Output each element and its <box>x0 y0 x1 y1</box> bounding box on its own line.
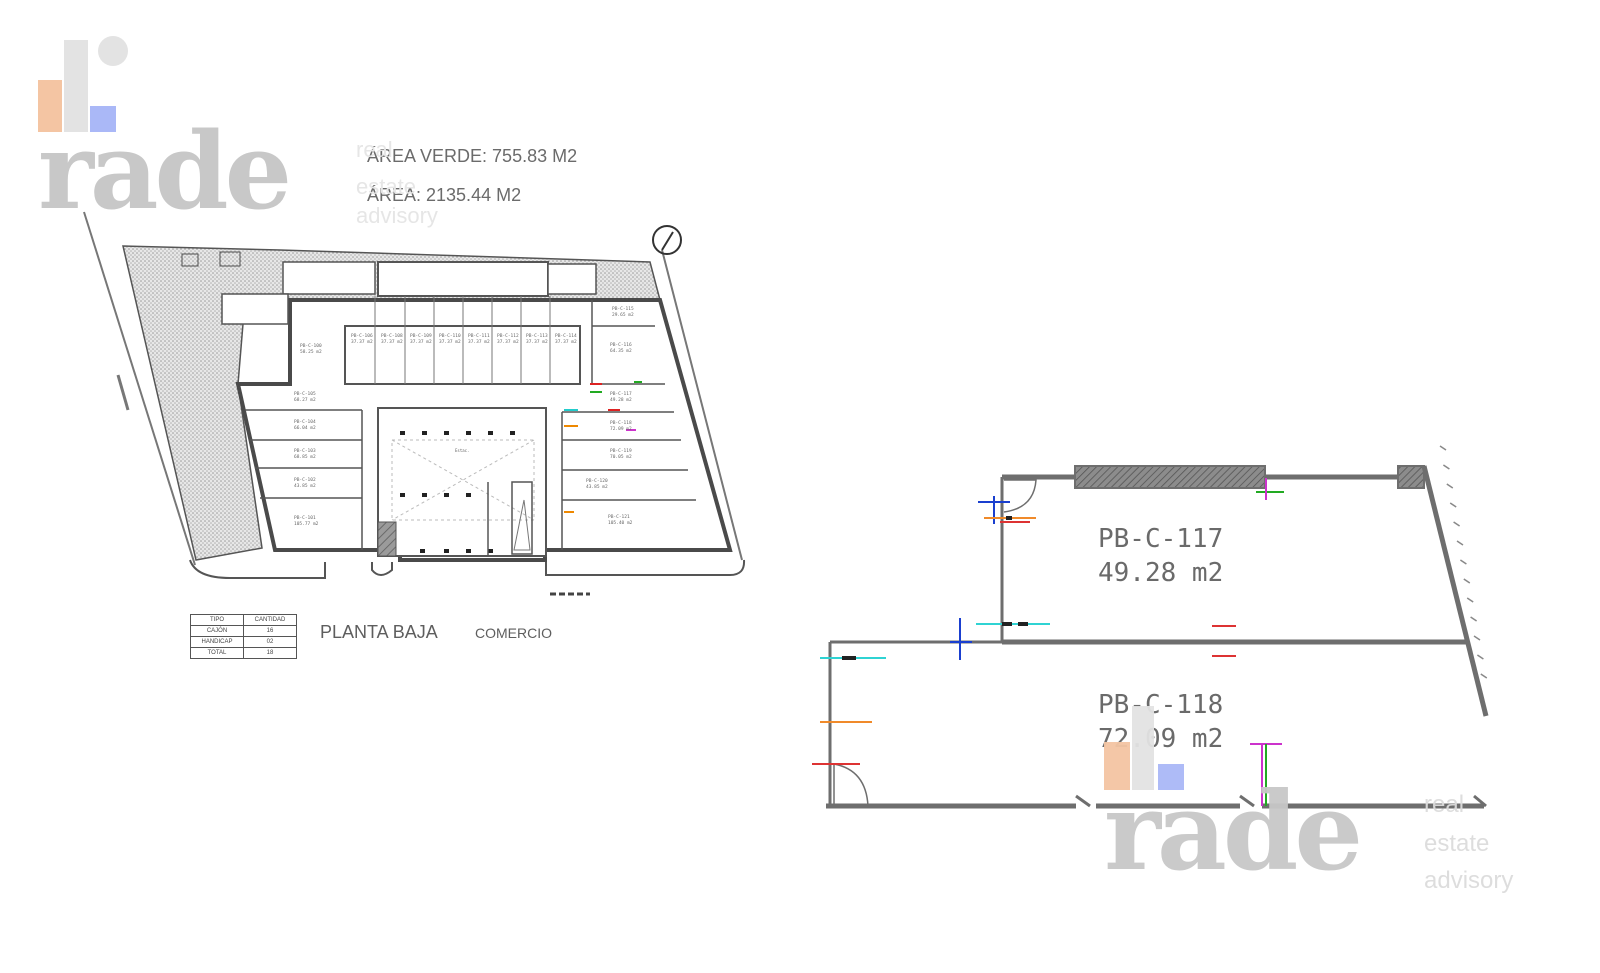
watermark-logo-top: rade <box>38 36 478 246</box>
site-unit-top-area: 37.37 m2 <box>381 339 403 345</box>
site-unit-top-area: 37.37 m2 <box>410 339 432 345</box>
site-unit-left-code: PB-C-104 <box>294 419 316 425</box>
site-unit-left-area: 66.04 m2 <box>294 425 316 431</box>
watermark-logo-bottom: rade real estate advisory <box>1104 700 1544 900</box>
site-unit-top-area: 37.37 m2 <box>439 339 461 345</box>
site-unit-right-area: 64.35 m2 <box>610 348 632 354</box>
site-unit-left-code: PB-C-103 <box>294 448 316 454</box>
boundary-tick <box>1446 483 1454 489</box>
table-cell: 18 <box>243 647 297 659</box>
property-line-left <box>83 211 196 566</box>
unit-117-walls <box>1000 465 1489 717</box>
boundary-tick <box>1449 502 1457 508</box>
parking-label: Estac. <box>455 448 469 453</box>
site-unit-top-code: PB-C-110 <box>439 333 461 339</box>
site-unit-right-code: PB-C-118 <box>610 420 632 426</box>
site-unit-right-code: PB-C-120 <box>586 478 608 484</box>
site-unit-left-area: 68.85 m2 <box>294 454 316 460</box>
boundary-tick <box>1459 559 1467 565</box>
boundary-tick <box>1442 464 1450 470</box>
boundary-tick <box>1439 445 1447 451</box>
north-arrow-icon <box>652 225 682 255</box>
unit-117-area: 49.28 m2 <box>1098 558 1224 588</box>
site-unit-top-code: PB-C-109 <box>410 333 432 339</box>
site-unit-right-code: PB-C-121 <box>608 514 630 520</box>
boundary-tick <box>1480 673 1488 679</box>
boundary-tick <box>1470 616 1478 622</box>
site-unit-misc-code: PB-C-100 <box>300 343 322 349</box>
site-unit-left-code: PB-C-105 <box>294 391 316 397</box>
logo-wordmark: rade <box>1104 769 1363 895</box>
area-verde-label: ÁREA VERDE: 755.83 M2 <box>367 146 578 166</box>
site-unit-right-code: PB-C-117 <box>610 391 632 397</box>
site-unit-top-code: PB-C-112 <box>497 333 519 339</box>
boundary-tick <box>1476 654 1484 660</box>
logo-tagline-bottom: real estate advisory <box>1424 791 1514 895</box>
plan-title: PLANTA BAJA <box>320 622 438 642</box>
boundary-tick <box>1463 578 1471 584</box>
unit-118-code: PB-C-118 <box>1098 690 1224 720</box>
site-unit-top-area: 37.37 m2 <box>468 339 490 345</box>
boundary-tick <box>1456 540 1464 546</box>
site-unit-left-area: 43.85 m2 <box>294 483 316 489</box>
site-unit-top-area: 37.37 m2 <box>526 339 548 345</box>
site-unit-misc-area: 58.25 m2 <box>300 349 322 355</box>
table-cell: TOTAL <box>190 647 244 659</box>
unit-117-code: PB-C-117 <box>1098 524 1224 554</box>
boundary-tick <box>1453 521 1461 527</box>
logo-mark <box>1104 700 1194 792</box>
site-unit-right-code: PB-C-119 <box>610 448 632 454</box>
site-unit-left-area: 105.77 m2 <box>294 521 319 527</box>
logo-wordmark: rade <box>38 108 292 233</box>
parking-table: TIPO CANTIDAD CAJÓN 16 HANDICAP 02 TOTAL… <box>190 614 297 659</box>
unit-117-label: PB-C-117 49.28 m2 <box>1098 522 1223 590</box>
site-unit-top-code: PB-C-108 <box>381 333 403 339</box>
boundary-tick <box>1466 597 1474 603</box>
site-unit-right-area: 105.40 m2 <box>608 520 633 526</box>
site-unit-left-area: 68.27 m2 <box>294 397 316 403</box>
property-line-right <box>661 249 743 561</box>
logo-mark <box>38 36 138 136</box>
site-unit-right-area: 70.05 m2 <box>610 454 632 460</box>
site-unit-top-code: PB-C-106 <box>351 333 373 339</box>
site-unit-right-code: PB-C-115 <box>612 306 634 312</box>
site-unit-right-area: 43.85 m2 <box>586 484 608 490</box>
site-unit-left-code: PB-C-101 <box>294 515 316 521</box>
site-unit-right-code: PB-C-116 <box>610 342 632 348</box>
site-unit-right-area: 29.65 m2 <box>612 312 634 318</box>
site-unit-top-area: 37.37 m2 <box>555 339 577 345</box>
site-unit-top-code: PB-C-114 <box>555 333 577 339</box>
site-unit-top-area: 37.37 m2 <box>497 339 519 345</box>
site-unit-right-area: 49.28 m2 <box>610 397 632 403</box>
logo-tagline-top: real estate advisory <box>356 137 438 229</box>
site-unit-top-code: PB-C-113 <box>526 333 548 339</box>
site-unit-top-area: 37.37 m2 <box>351 339 373 345</box>
plan-subtitle: COMERCIO <box>475 625 552 641</box>
site-unit-right-area: 72.09 m2 <box>610 426 632 432</box>
site-unit-left-code: PB-C-102 <box>294 477 316 483</box>
site-unit-top-code: PB-C-111 <box>468 333 490 339</box>
boundary-tick <box>1473 635 1481 641</box>
area-total-label: ÁREA: 2135.44 M2 <box>367 185 522 205</box>
